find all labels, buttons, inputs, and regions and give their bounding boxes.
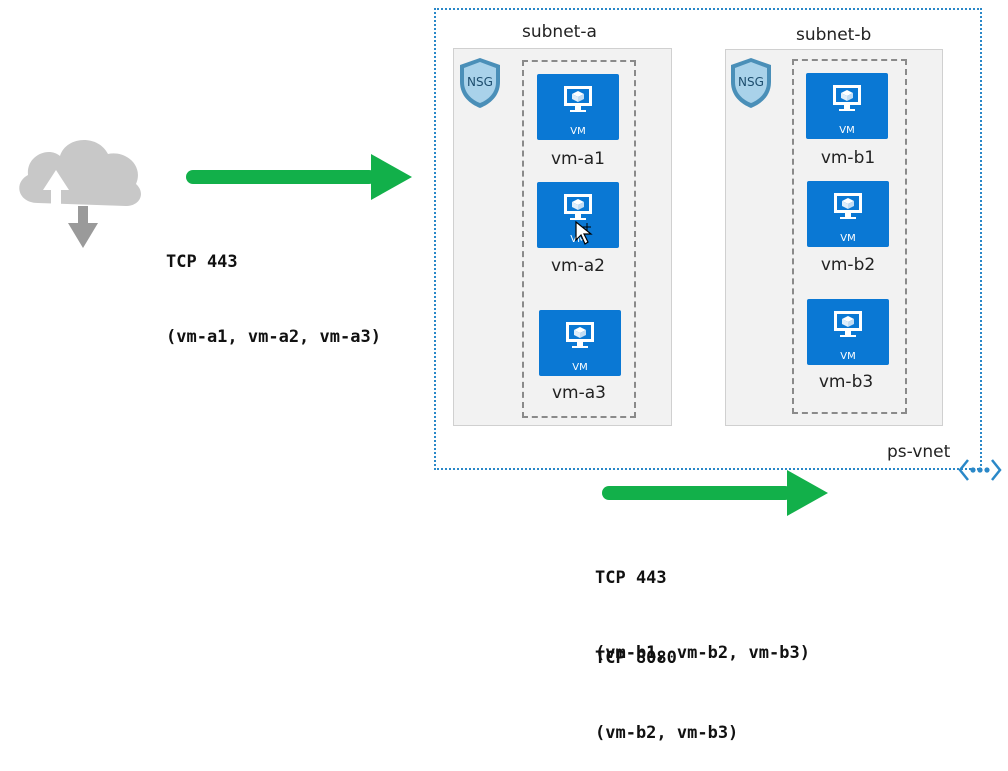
move-cursor-icon xyxy=(574,220,596,250)
outbound-8080-label: TCP 8080 (vm-b2, vm-b3) xyxy=(595,596,738,771)
nsg-label: NSG xyxy=(738,75,764,89)
vm-a3-tile[interactable]: VM xyxy=(539,310,621,376)
inbound-flow-label: TCP 443 (vm-a1, vm-a2, vm-a3) xyxy=(166,200,381,375)
vm-badge: VM xyxy=(572,362,587,373)
vm-b3-name: vm-b3 xyxy=(818,372,874,392)
inbound-protocol: TCP 443 xyxy=(166,252,238,272)
vm-badge: VM xyxy=(840,351,855,362)
outbound-flow-arrow xyxy=(602,468,832,522)
vm-b2-tile[interactable]: VM xyxy=(807,181,889,247)
vm-b1-tile[interactable]: VM xyxy=(806,73,888,139)
outbound-443-targets: (vm-b1, vm-b2, vm-b3) xyxy=(595,643,810,663)
vm-a3-name: vm-a3 xyxy=(552,383,606,403)
vnet-label: ps-vnet xyxy=(887,442,951,462)
vm-b1-name: vm-b1 xyxy=(820,148,876,168)
vm-group-b xyxy=(792,59,907,414)
outbound-443-protocol: TCP 443 xyxy=(595,568,667,588)
vm-a1-name: vm-a1 xyxy=(551,149,605,169)
nsg-label: NSG xyxy=(467,75,493,89)
inbound-flow-arrow xyxy=(186,152,416,206)
vm-badge: VM xyxy=(840,233,855,244)
vnet-container xyxy=(434,8,982,470)
vnet-icon xyxy=(958,456,1002,488)
vm-a1-tile[interactable]: VM xyxy=(537,74,619,140)
nsg-shield-icon: NSG xyxy=(729,56,773,114)
vm-b3-tile[interactable]: VM xyxy=(807,299,889,365)
subnet-b-label: subnet-b xyxy=(796,25,872,45)
outbound-443-label: TCP 443 (vm-b1, vm-b2, vm-b3) xyxy=(595,516,810,691)
vm-badge: VM xyxy=(570,234,585,245)
internet-cloud-icon xyxy=(8,118,148,257)
nsg-shield-icon: NSG xyxy=(458,56,502,114)
vm-group-a xyxy=(522,60,636,418)
outbound-8080-targets: (vm-b2, vm-b3) xyxy=(595,723,739,743)
vm-badge: VM xyxy=(839,125,854,136)
vm-a2-name: vm-a2 xyxy=(551,256,605,276)
subnet-a-label: subnet-a xyxy=(522,22,597,42)
vm-badge: VM xyxy=(570,126,585,137)
inbound-targets: (vm-a1, vm-a2, vm-a3) xyxy=(166,327,381,347)
vm-b2-name: vm-b2 xyxy=(820,255,876,275)
